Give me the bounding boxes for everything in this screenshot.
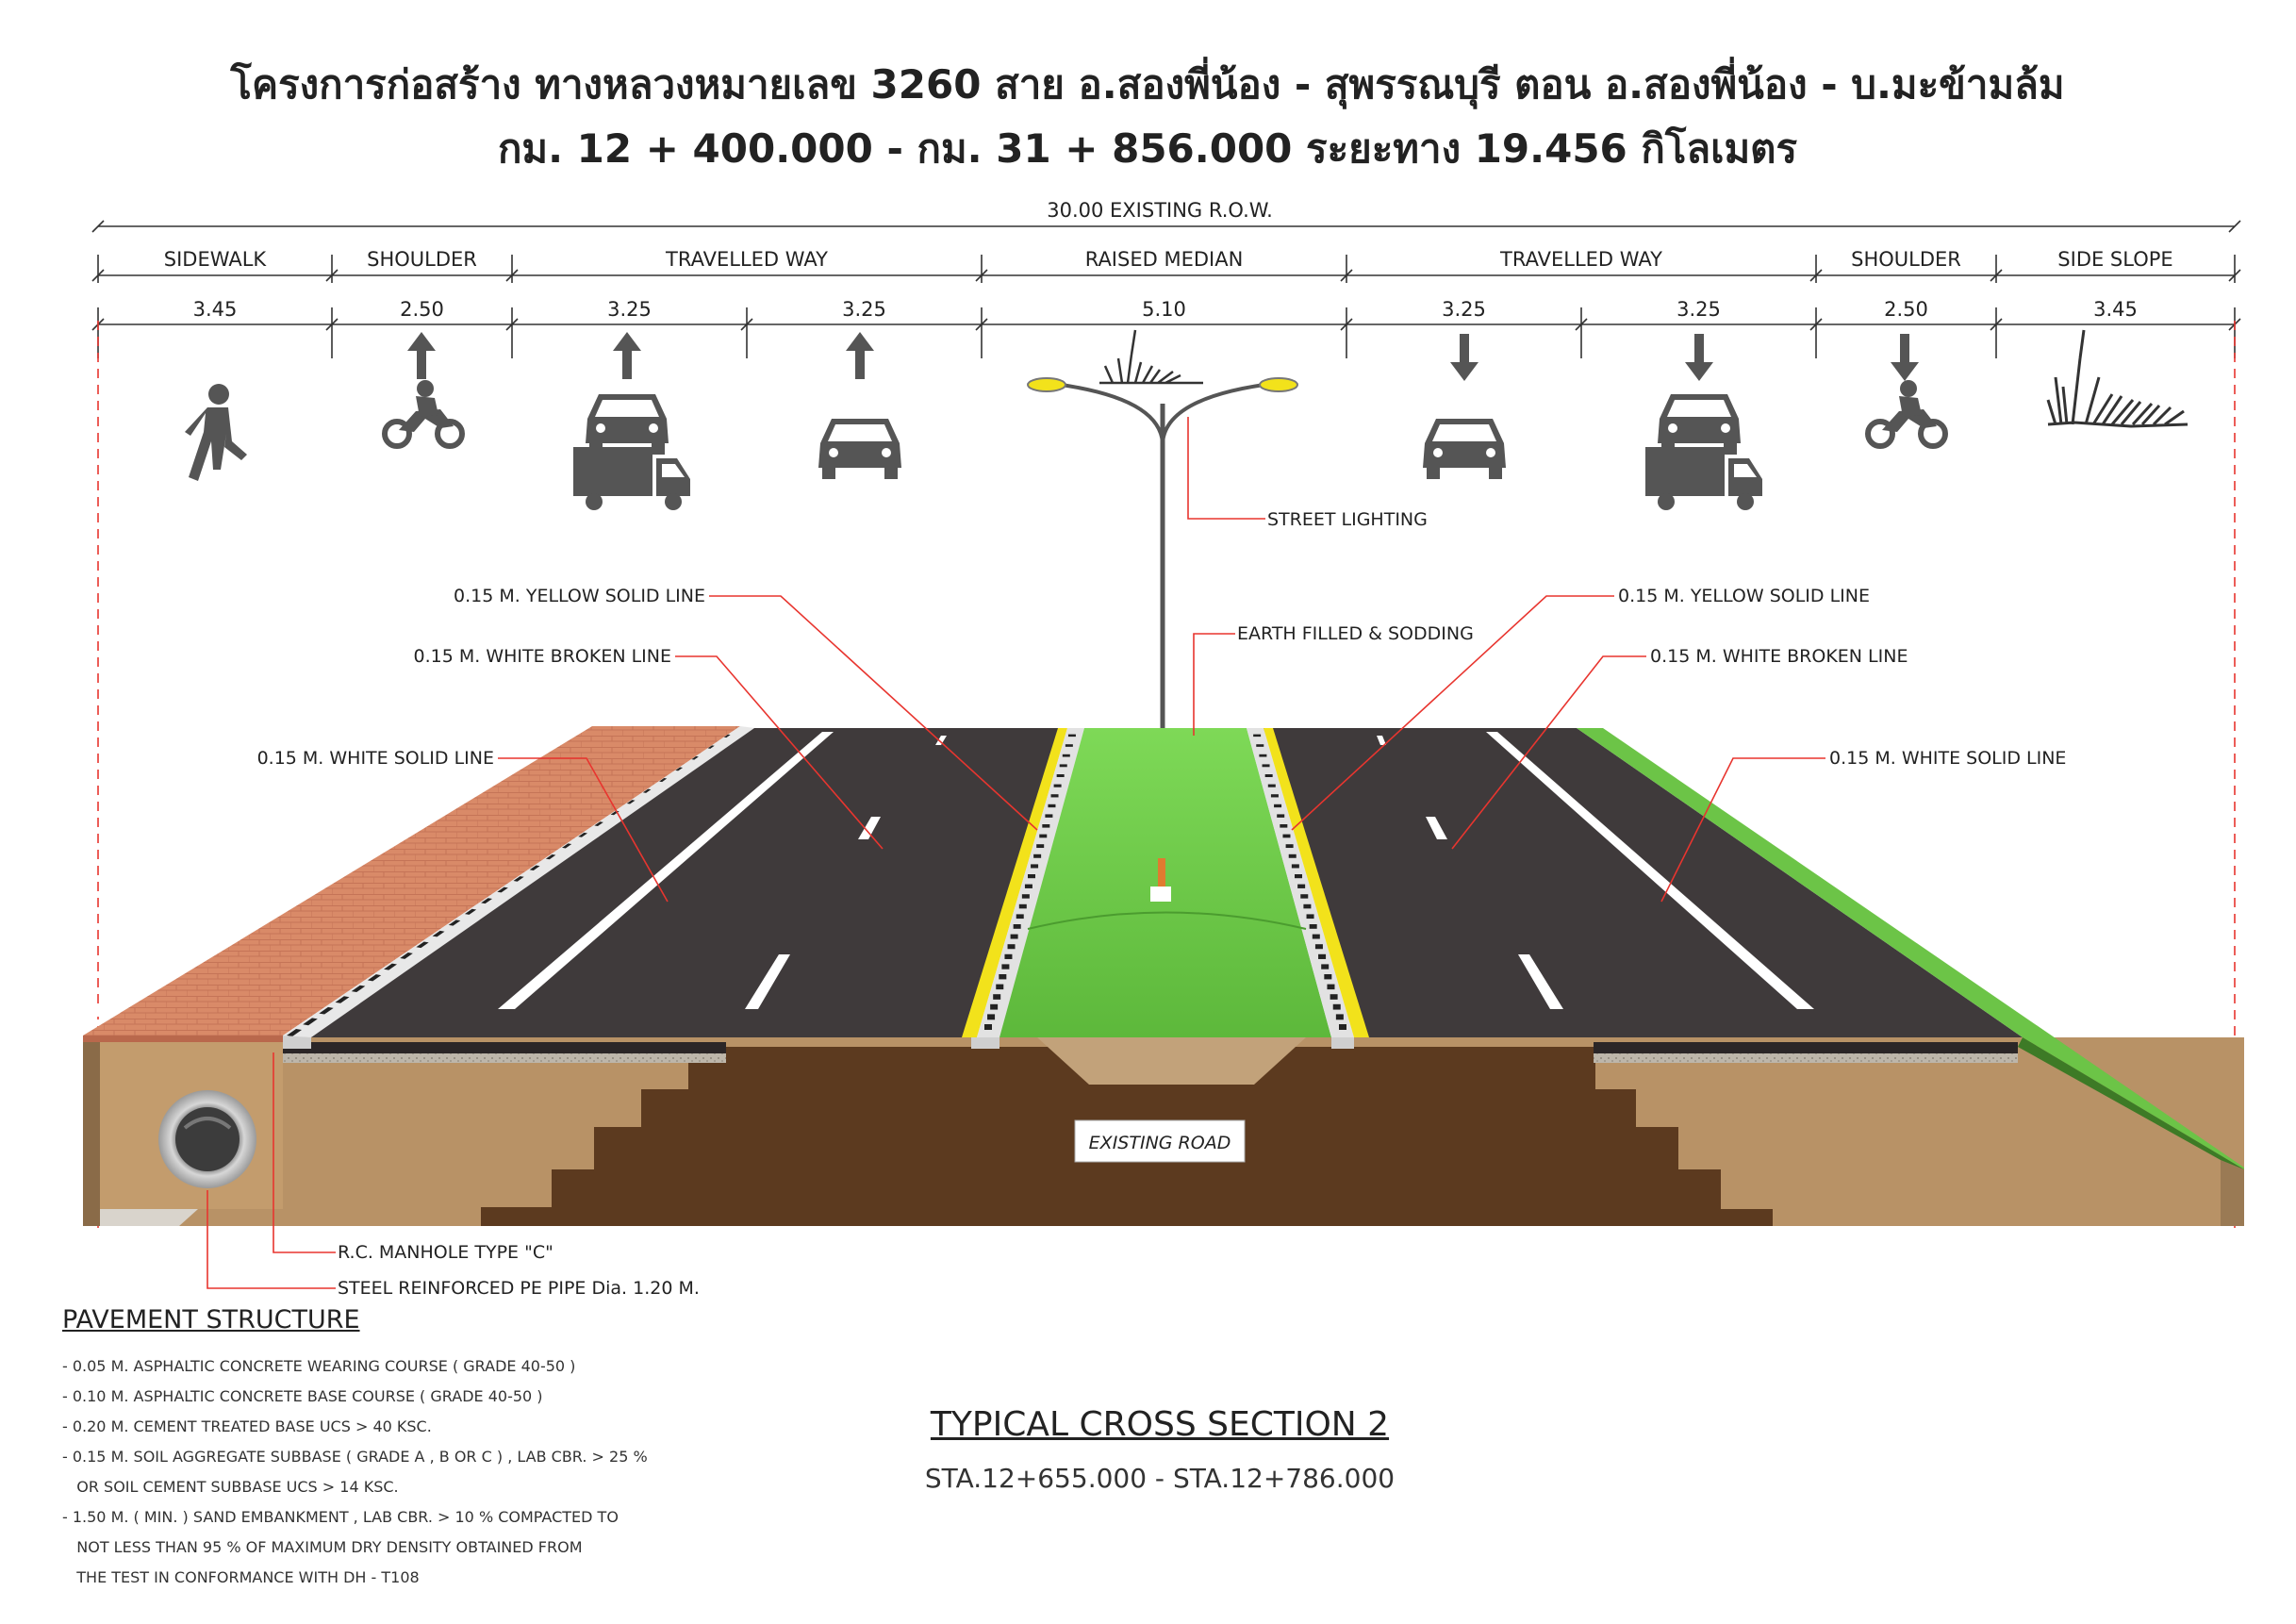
- pipe-leader: [206, 1190, 336, 1289]
- zone-label: SIDE SLOPE: [2057, 248, 2172, 271]
- white-broken-left-label: 0.15 M. WHITE BROKEN LINE: [414, 646, 671, 667]
- pavement-line: - 1.50 M. ( MIN. ) SAND EMBANKMENT , LAB…: [62, 1508, 619, 1526]
- pavement-line: THE TEST IN CONFORMANCE WITH DH - T108: [62, 1568, 420, 1586]
- left-white-solid-line: [498, 732, 834, 1009]
- pavement-lines: - 0.05 M. ASPHALTIC CONCRETE WEARING COU…: [62, 1351, 741, 1593]
- zone-dimensions: SIDEWALK 3.45 SHOULDER 2.50 TRAVELLED WAY 3.2…: [91, 248, 2241, 358]
- section-station: STA.12+655.000 - STA.12+786.000: [924, 1463, 1396, 1494]
- car-icon: [1423, 419, 1506, 479]
- existing-road-label-box: [1074, 1119, 1246, 1163]
- right-carriageway: [1264, 728, 2023, 1037]
- zone-width: 3.25: [1677, 298, 1721, 321]
- pavement-line: - 0.05 M. ASPHALTIC CONCRETE WEARING COU…: [62, 1357, 576, 1375]
- pavement-line: OR SOIL CEMENT SUBBASE UCS > 14 KSC.: [62, 1478, 399, 1496]
- street-lighting-leader: [1187, 417, 1265, 520]
- yellow-left-leader: [709, 595, 1038, 831]
- earth-filled-leader: [1193, 633, 1235, 736]
- zone-label: TRAVELLED WAY: [1499, 248, 1662, 271]
- pavement-line: - 0.10 M. ASPHALTIC CONCRETE BASE COURSE…: [62, 1387, 543, 1405]
- pavement-line: - 0.15 M. SOIL AGGREGATE SUBBASE ( GRADE…: [62, 1448, 648, 1466]
- arrow-up-icon: [407, 332, 436, 379]
- zone-width: 3.45: [2093, 298, 2138, 321]
- right-white-solid-line: [1486, 732, 1814, 1009]
- white-solid-left-label: 0.15 M. WHITE SOLID LINE: [257, 748, 494, 769]
- white-broken-right-label: 0.15 M. WHITE BROKEN LINE: [1650, 646, 1908, 667]
- pavement-heading: PAVEMENT STRUCTURE: [62, 1305, 360, 1334]
- pedestrian-icon: [185, 384, 247, 481]
- zone-width: 3.45: [193, 298, 238, 321]
- title-line-1: โครงการก่อสร้าง ทางหลวงหมายเลข 3260 สาย …: [229, 57, 2064, 109]
- section-title: TYPICAL CROSS SECTION 2: [930, 1405, 1390, 1444]
- zone-width: 2.50: [1884, 298, 1928, 321]
- pavement-structure: PAVEMENT STRUCTURE - 0.05 M. ASPHALTIC C…: [62, 1305, 741, 1593]
- motorcycle-icon: [1865, 380, 1948, 449]
- white-solid-right-leader: [1660, 757, 1825, 903]
- title-line-2: กม. 12 + 400.000 - กม. 31 + 856.000 ระยะ…: [498, 125, 1797, 172]
- arrow-up-icon: [846, 332, 874, 379]
- arrow-down-icon: [1685, 334, 1713, 381]
- car-icon: [818, 419, 901, 479]
- pavement-line: - 0.20 M. CEMENT TREATED BASE UCS > 40 K…: [62, 1417, 432, 1435]
- yellow-right-label: 0.15 M. YELLOW SOLID LINE: [1618, 586, 1870, 606]
- truck-icon: [1645, 447, 1762, 510]
- manhole-leader: [273, 1052, 336, 1253]
- car-icon: [586, 394, 669, 455]
- manhole-label: R.C. MANHOLE TYPE "C": [338, 1242, 553, 1263]
- zone-width: 3.25: [607, 298, 652, 321]
- pavement-line: NOT LESS THAN 95 % OF MAXIMUM DRY DENSIT…: [62, 1538, 583, 1556]
- motorcycle-icon: [382, 380, 465, 449]
- grass-icon: [2046, 329, 2189, 428]
- zone-label: TRAVELLED WAY: [665, 248, 828, 271]
- existing-road-label: EXISTING ROAD: [1089, 1133, 1231, 1153]
- zone-width: 2.50: [400, 298, 444, 321]
- side-slope-grass: [1577, 728, 2244, 1169]
- zone-label: SHOULDER: [1851, 248, 1961, 271]
- zone-width: 3.25: [842, 298, 886, 321]
- white-broken-left-leader: [675, 655, 884, 850]
- sidewalk-surface: [83, 726, 740, 1036]
- pe-pipe-icon: [158, 1090, 256, 1188]
- white-broken-right-leader: [1451, 655, 1646, 850]
- white-solid-left-leader: [498, 757, 669, 903]
- median-curb-marking: [984, 734, 1346, 1030]
- street-lighting-label: STREET LIGHTING: [1267, 509, 1428, 530]
- zone-label: SIDEWALK: [164, 248, 268, 271]
- arrow-down-icon: [1450, 334, 1478, 381]
- row-label: 30.00 EXISTING R.O.W.: [1047, 199, 1273, 222]
- zone-width: 5.10: [1142, 298, 1186, 321]
- pipe-label: STEEL REINFORCED PE PIPE Dia. 1.20 M.: [338, 1278, 700, 1299]
- yellow-left-label: 0.15 M. YELLOW SOLID LINE: [454, 586, 705, 606]
- earth-filled-label: EARTH FILLED & SODDING: [1237, 623, 1474, 644]
- curb-marking: [287, 734, 731, 1036]
- truck-icon: [573, 447, 690, 510]
- zone-width: 3.25: [1442, 298, 1486, 321]
- yellow-right-leader: [1291, 595, 1614, 831]
- arrow-up-icon: [613, 332, 641, 379]
- grass-icon: [1099, 329, 1203, 385]
- arrow-down-icon: [1891, 334, 1919, 381]
- white-solid-right-label: 0.15 M. WHITE SOLID LINE: [1829, 748, 2066, 769]
- section-block: TYPICAL CROSS SECTION 2 STA.12+655.000 -…: [783, 1405, 1537, 1494]
- car-icon: [1658, 394, 1741, 455]
- zone-label: SHOULDER: [367, 248, 477, 271]
- left-carriageway: [311, 728, 1064, 1037]
- zone-label: RAISED MEDIAN: [1085, 248, 1244, 271]
